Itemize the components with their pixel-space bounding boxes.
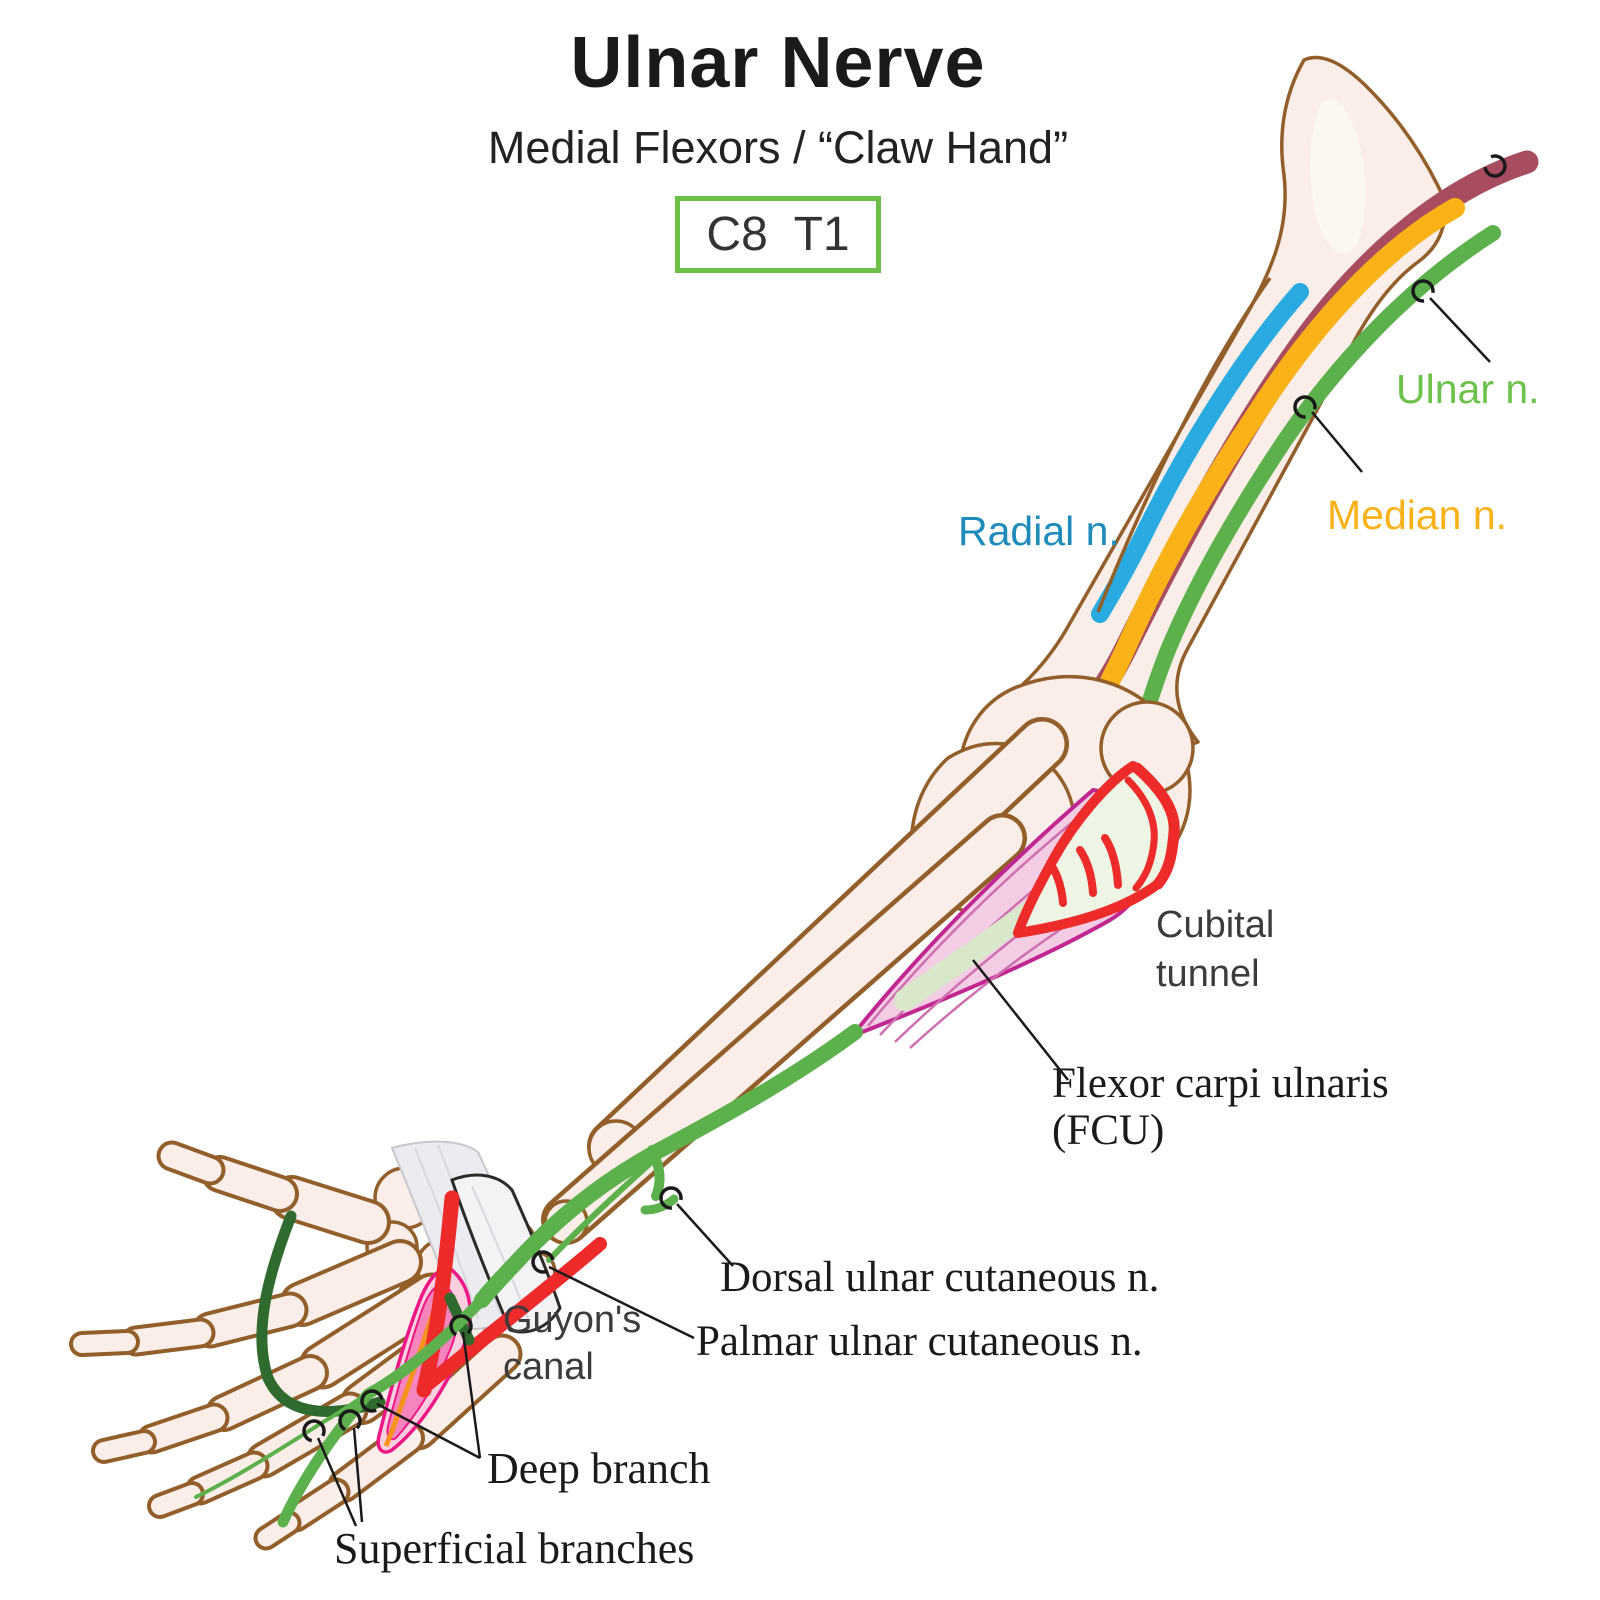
- middle-finger-bones: [91, 1272, 456, 1464]
- label-superficial-branches: Superficial branches: [334, 1524, 695, 1573]
- superficial-hook-1: [302, 1419, 326, 1443]
- label-ulnar-nerve: Ulnar n.: [1396, 366, 1540, 412]
- thumb-metacarpal-fill: [273, 1179, 387, 1241]
- median-hook: [1293, 395, 1317, 419]
- deep-leader-2: [376, 1402, 481, 1460]
- tunnel-arch-inner: [1124, 776, 1158, 892]
- label-fcu: Flexor carpi ulnaris (FCU): [1052, 1060, 1389, 1155]
- thumb-phalanx-fill: [205, 1159, 295, 1209]
- tunnel-left-edge: [1013, 761, 1138, 938]
- ulnar-hook: [1411, 279, 1435, 303]
- tunnel-arch-outer: [1131, 762, 1180, 890]
- bone-edge-overlay: [1096, 276, 1272, 613]
- tunnel-bottom-edge: [1013, 879, 1163, 938]
- ulnar-nerve-distal: [194, 1024, 863, 1528]
- radius-fill: [591, 721, 1065, 1169]
- dorsal-leader: [676, 1203, 734, 1267]
- superficial-leader-1: [316, 1437, 358, 1527]
- middle-distal-fill: [95, 1433, 153, 1460]
- label-deep-branch: Deep branch: [487, 1444, 711, 1493]
- index-distal-fill: [73, 1333, 136, 1353]
- middle-metacarpal-fill: [302, 1276, 452, 1386]
- dorsal-cutaneous-stem: [647, 1145, 665, 1201]
- deep-leader-1: [461, 1331, 482, 1459]
- page-title: Ulnar Nerve: [570, 23, 986, 103]
- ulnar-artery-arm-b: [421, 1237, 607, 1391]
- label-cubital-tunnel: Cubital tunnel: [1156, 904, 1275, 995]
- label-radial-nerve: Radial n.: [958, 508, 1120, 554]
- superficial-hook-2: [338, 1409, 362, 1432]
- ulnar-leader: [1429, 297, 1491, 363]
- middle-proximal-fill: [209, 1358, 325, 1428]
- index-proximal-fill: [195, 1295, 305, 1345]
- radial-nerve-band: [1091, 283, 1309, 623]
- little-middle-fill: [285, 1481, 347, 1529]
- nerve-roots-badge: C8 T1: [675, 196, 881, 273]
- tunnel-rung: [1101, 834, 1122, 889]
- ulnar-artery-wrist: [416, 1190, 607, 1398]
- page-subtitle: Medial Flexors / “Claw Hand”: [487, 122, 1069, 173]
- ring-distal-fill: [151, 1485, 201, 1515]
- thumb-distal-fill: [160, 1144, 222, 1182]
- palmar-leader: [548, 1265, 695, 1340]
- palmar-hook: [531, 1250, 555, 1274]
- thumb-bones: [156, 1140, 391, 1245]
- ulnar-artery-arm-a: [416, 1190, 460, 1398]
- tunnel-rung: [1046, 859, 1067, 907]
- diagram-header: Ulnar Nerve Medial Flexors / “Claw Hand”…: [228, 22, 1328, 273]
- little-metacarpal-fill: [401, 1337, 519, 1447]
- artery-tie-hook: [1483, 154, 1507, 178]
- dorsal-hook: [659, 1186, 683, 1210]
- fcu-striation: [867, 807, 1091, 1027]
- deep-hook-1: [449, 1314, 473, 1337]
- tunnel-rung: [1076, 846, 1097, 897]
- index-metacarpal-fill: [283, 1243, 419, 1323]
- deep-hook-2: [360, 1389, 384, 1413]
- median-leader: [1311, 411, 1363, 473]
- label-median-nerve: Median n.: [1327, 492, 1508, 538]
- middle-middle-fill: [140, 1406, 226, 1451]
- index-middle-fill: [124, 1321, 212, 1353]
- humerus-bone: [994, 55, 1447, 808]
- index-finger-bones: [69, 1239, 423, 1357]
- ulnar-nerve-forearm: [474, 1024, 863, 1308]
- fcu-leader: [972, 959, 1069, 1081]
- tunnel-fill: [1018, 768, 1175, 933]
- leader-lines: [302, 154, 1507, 1527]
- label-dorsal-cutaneous: Dorsal ulnar cutaneous n.: [720, 1254, 1160, 1301]
- deep-branch-palmar-arc: [256, 1210, 386, 1417]
- dorsal-cutaneous-stub: [640, 1194, 679, 1215]
- humerus-highlight: [1310, 99, 1366, 254]
- cubital-tunnel-arch: [1013, 761, 1180, 938]
- label-palmar-cutaneous: Palmar ulnar cutaneous n.: [696, 1318, 1143, 1365]
- label-guyons-canal: Guyon's canal: [503, 1299, 642, 1389]
- superficial-leader-2: [352, 1427, 364, 1523]
